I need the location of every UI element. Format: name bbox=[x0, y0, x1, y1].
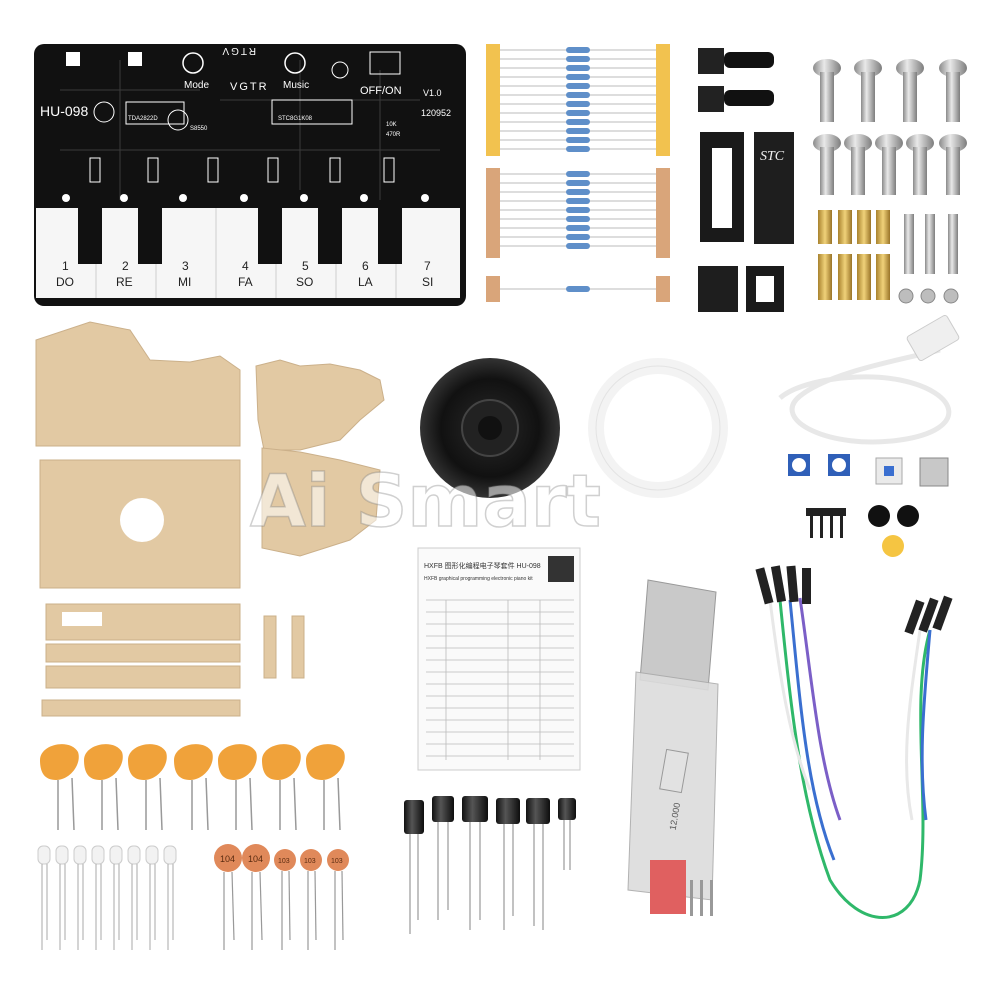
pcb-10k-label: 10K bbox=[386, 122, 397, 128]
micro-usb-jack bbox=[919, 457, 949, 487]
key-note-3: MI bbox=[178, 275, 191, 289]
key-note-2: RE bbox=[116, 275, 133, 289]
key-number-5: 5 bbox=[302, 259, 309, 273]
jumper-wires bbox=[768, 597, 932, 919]
small-ic-chips bbox=[698, 266, 784, 312]
key-number-1: 1 bbox=[62, 259, 69, 273]
pcb-470r-label: 470R bbox=[386, 132, 401, 138]
pcb-model-label: HU-098 bbox=[40, 103, 88, 119]
sheet-subtitle: HXFB graphical programming electronic pi… bbox=[424, 576, 533, 582]
ceramic-cap-label-4: 103 bbox=[304, 858, 316, 865]
key-number-2: 2 bbox=[122, 259, 129, 273]
key-note-5: SO bbox=[296, 275, 313, 289]
svg-text:STC: STC bbox=[760, 149, 785, 164]
ceramic-disc-capacitors: 104 104 103 103 103 bbox=[214, 844, 349, 950]
pcb-version-label: V1.0 bbox=[423, 88, 442, 98]
usb-ttl-module: 12.000 bbox=[627, 579, 719, 916]
pcb-date-code: 120952 bbox=[421, 108, 451, 118]
screw-icon-set bbox=[813, 59, 967, 304]
pin-header bbox=[806, 508, 846, 538]
pcb-music-label: Music bbox=[283, 80, 309, 91]
ceramic-cap-label-1: 104 bbox=[220, 854, 235, 864]
usb-cable-icon bbox=[778, 314, 960, 445]
watermark: Ai Smart bbox=[250, 459, 601, 543]
key-number-6: 6 bbox=[362, 259, 369, 273]
speaker-icon bbox=[420, 358, 560, 498]
key-note-7: SI bbox=[422, 275, 433, 289]
foam-ring bbox=[588, 358, 728, 498]
key-number-3: 3 bbox=[182, 259, 189, 273]
sheet-title: HXFB 图形化编程电子琴套件 HU-098 bbox=[424, 561, 541, 570]
acrylic-panels bbox=[35, 321, 385, 717]
push-buttons bbox=[698, 48, 774, 112]
potentiometer-icon bbox=[788, 454, 850, 476]
piano-key-3 bbox=[156, 208, 216, 298]
pcb-mode-label: Mode bbox=[184, 80, 209, 91]
ceramic-cap-label-2: 104 bbox=[248, 854, 263, 864]
key-note-1: DO bbox=[56, 275, 74, 289]
pcb-transistor-label: S8550 bbox=[190, 126, 208, 132]
pcb-rtgv-label: RTGV bbox=[220, 45, 256, 56]
ceramic-cap-label-3: 103 bbox=[278, 858, 290, 865]
key-number-7: 7 bbox=[424, 259, 431, 273]
key-note-4: FA bbox=[238, 275, 253, 289]
button-caps bbox=[868, 505, 919, 557]
dupont-connectors bbox=[755, 565, 953, 635]
led-icon-set bbox=[37, 845, 177, 950]
instruction-sheet: HXFB 图形化编程电子琴套件 HU-098 HXFB graphical pr… bbox=[417, 547, 581, 771]
crystal-label: 12.000 bbox=[668, 802, 683, 831]
key-note-6: LA bbox=[358, 275, 373, 289]
key-number-4: 4 bbox=[242, 259, 249, 273]
tactile-switch bbox=[875, 457, 903, 485]
piano-keys: 1 DO 2 RE 3 MI 4 FA 5 SO 6 LA 7 SI bbox=[36, 208, 460, 298]
pcb-vgtr-label: VGTR bbox=[230, 81, 269, 93]
ic-chip: STC bbox=[754, 132, 794, 244]
ic-socket bbox=[700, 132, 744, 242]
pcb-chip2-label: STC8G1K08 bbox=[278, 116, 313, 122]
pcb-power-label: OFF/ON bbox=[360, 85, 402, 97]
resistor-strips bbox=[486, 44, 670, 302]
piano-pcb: HU-098 V1.0 120952 OFF/ON Mode Music VGT… bbox=[34, 44, 466, 306]
ceramic-cap-label-5: 103 bbox=[331, 858, 343, 865]
pcb-chip1-label: TDA2822D bbox=[128, 116, 158, 122]
yellow-ceramic-capacitors bbox=[40, 744, 345, 831]
electrolytic-capacitors bbox=[404, 796, 576, 934]
piano-key-7 bbox=[396, 208, 460, 298]
